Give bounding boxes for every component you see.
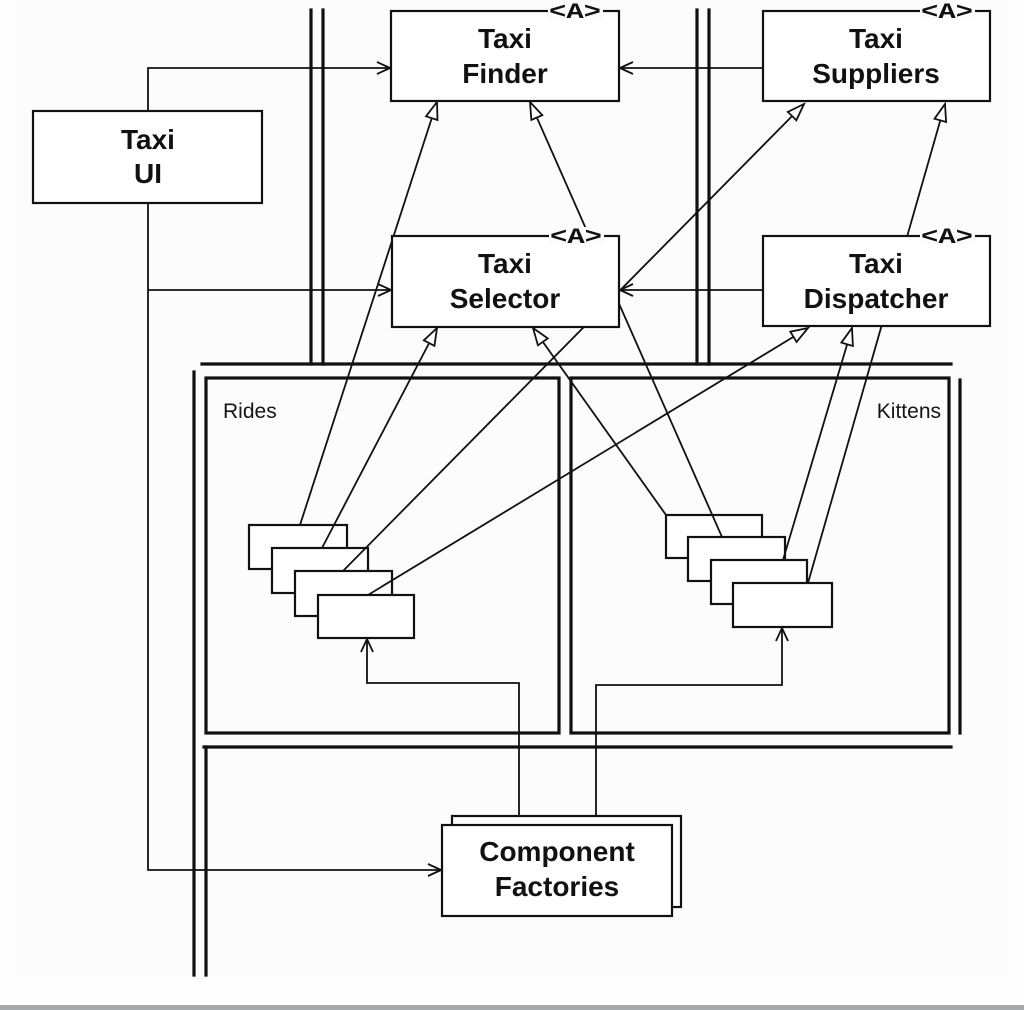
taxi-finder-box[interactable] bbox=[389, 9, 621, 103]
taxi-dispatcher-box[interactable] bbox=[761, 234, 992, 328]
realization-kittens-1-to-selector bbox=[533, 328, 667, 516]
connector-ui-to-finder bbox=[147, 68, 390, 111]
kittens-component-4[interactable] bbox=[731, 581, 834, 629]
region-rides bbox=[204, 376, 561, 735]
taxi-dispatcher-label-line2: Dispatcher bbox=[804, 283, 949, 314]
component-taxi-selector[interactable]: Taxi Selector <A> bbox=[390, 225, 621, 329]
realization-kittens-3-to-dispatcher bbox=[782, 328, 852, 561]
stereotype-mask bbox=[920, 2, 975, 20]
realization-rides-4-to-dispatcher bbox=[367, 328, 808, 596]
realization-connectors bbox=[299, 102, 945, 596]
taxi-ui-label-line2: UI bbox=[134, 158, 162, 189]
taxi-selector-box[interactable] bbox=[390, 234, 621, 329]
bottom-bar bbox=[0, 1005, 1024, 1010]
association-connectors bbox=[147, 68, 782, 870]
region-label-rides: Rides bbox=[223, 400, 277, 423]
abstract-stereotype-badge: <A> bbox=[921, 0, 973, 25]
realization-kittens-2-to-finder bbox=[530, 102, 723, 538]
component-factories[interactable]: Component Factories bbox=[440, 814, 683, 918]
stereotype-mask bbox=[549, 227, 604, 245]
abstract-stereotype-badge: <A> bbox=[921, 225, 973, 250]
stereotype-mask bbox=[920, 227, 975, 245]
component-taxi-ui[interactable]: Taxi UI bbox=[31, 109, 264, 205]
component-taxi-finder[interactable]: Taxi Finder <A> bbox=[389, 0, 621, 103]
region-kittens bbox=[569, 376, 951, 735]
realization-rides-3-to-suppliers bbox=[342, 104, 804, 572]
realization-rides-2-to-selector bbox=[321, 328, 437, 549]
taxi-finder-label-line1: Taxi bbox=[478, 23, 532, 54]
abstract-stereotype-badge: <A> bbox=[549, 0, 601, 25]
connector-ui-to-factories bbox=[147, 203, 441, 870]
stereotype-mask bbox=[548, 2, 603, 20]
rides-components bbox=[247, 523, 416, 640]
taxi-ui-label-line1: Taxi bbox=[121, 124, 175, 155]
component-taxi-suppliers[interactable]: Taxi Suppliers <A> bbox=[761, 0, 992, 103]
connector-factories-to-kittens bbox=[595, 628, 782, 825]
taxi-dispatcher-label-line1: Taxi bbox=[849, 248, 903, 279]
component-factories-box[interactable] bbox=[440, 823, 674, 918]
kittens-components bbox=[664, 513, 834, 629]
realization-kittens-4-to-suppliers bbox=[807, 104, 945, 584]
taxi-selector-label-line2: Selector bbox=[450, 283, 561, 314]
taxi-ui-box[interactable] bbox=[31, 109, 264, 205]
taxi-suppliers-label-line2: Suppliers bbox=[812, 58, 940, 89]
layer-walls bbox=[192, 8, 962, 977]
taxi-finder-label-line2: Finder bbox=[462, 58, 548, 89]
component-taxi-dispatcher[interactable]: Taxi Dispatcher <A> bbox=[761, 225, 992, 328]
abstract-stereotype-badge: <A> bbox=[550, 225, 602, 250]
taxi-suppliers-label-line1: Taxi bbox=[849, 23, 903, 54]
taxi-suppliers-box[interactable] bbox=[761, 9, 992, 103]
rides-component-4[interactable] bbox=[316, 593, 416, 640]
region-label-kittens: Kittens bbox=[877, 400, 941, 423]
realization-rides-1-to-finder bbox=[299, 102, 437, 526]
component-factories-label-line2: Factories bbox=[495, 871, 620, 902]
connector-factories-to-rides bbox=[367, 639, 520, 825]
taxi-selector-label-line1: Taxi bbox=[478, 248, 532, 279]
component-factories-label-line1: Component bbox=[479, 836, 635, 867]
